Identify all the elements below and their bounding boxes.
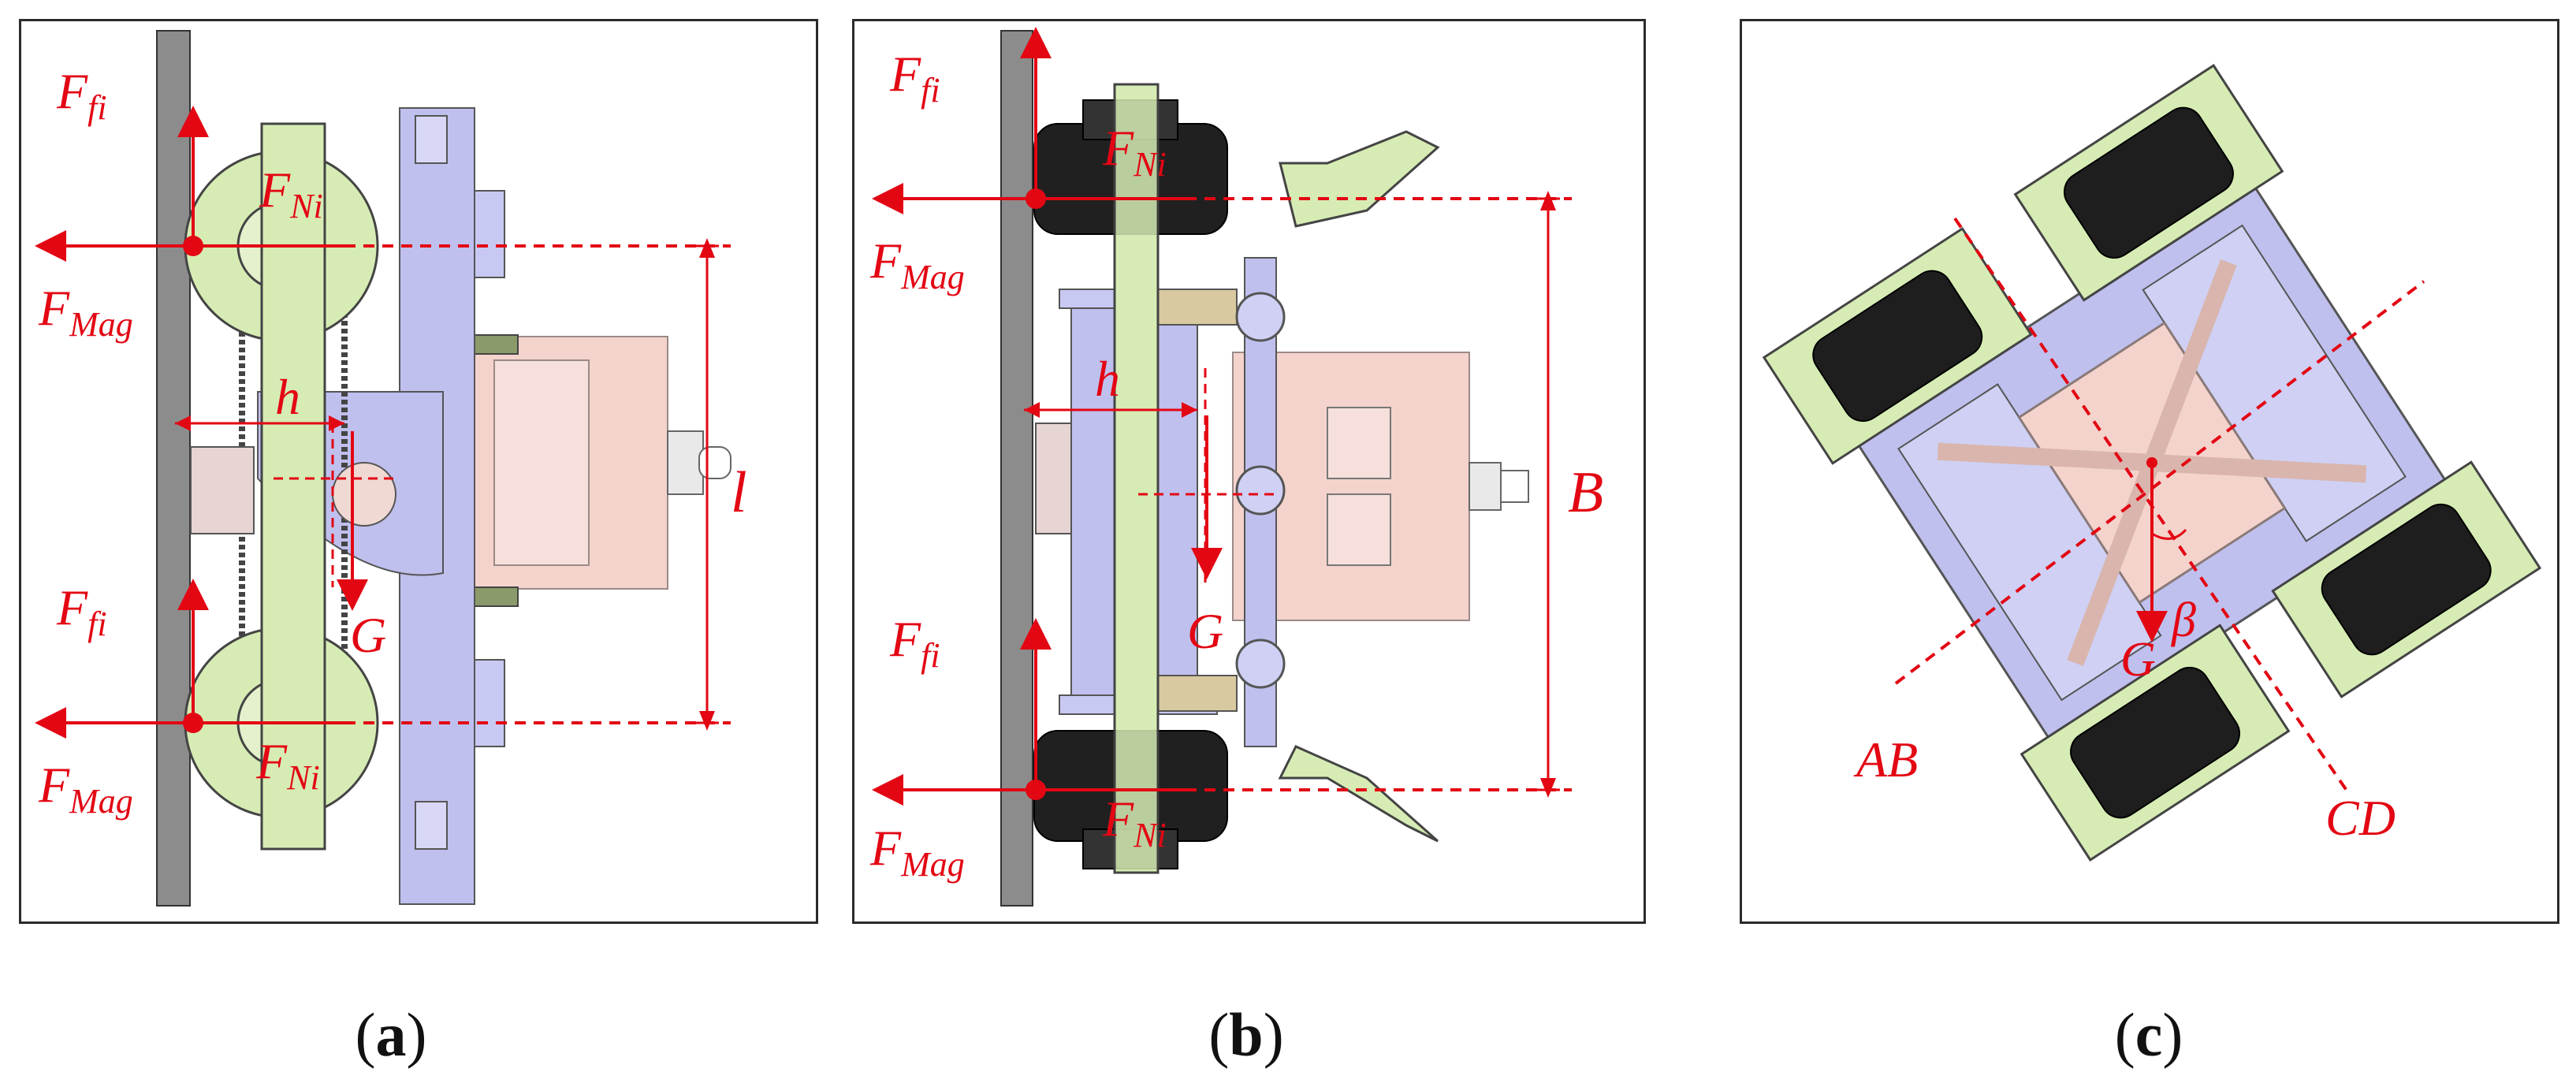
contact-point-bottom xyxy=(183,713,203,733)
label-f-ni-top: FNi xyxy=(259,162,323,225)
green-center-link xyxy=(1113,83,1160,874)
label-f-mag-top: FMag xyxy=(869,233,965,296)
spring-bottom xyxy=(1149,675,1238,712)
caption-c: (c) xyxy=(2114,1000,2183,1069)
label-f-ni-top: FNi xyxy=(1102,120,1167,184)
force-vectors xyxy=(35,106,731,739)
center-of-gravity xyxy=(2146,457,2157,468)
axis-lines xyxy=(1894,217,2425,795)
label-cd: CD xyxy=(2325,790,2395,846)
panel-a-drawing: Ffi FNi FMag h G l Ffi FNi FMag xyxy=(35,30,747,907)
contact-point-top xyxy=(183,236,203,256)
pink-payload-body xyxy=(430,334,731,607)
panel-c-drawing: AB CD G β xyxy=(1762,64,2542,862)
contact-point-top xyxy=(1026,188,1046,209)
panel-c-top-view: AB CD G β xyxy=(1740,19,2559,924)
label-f-fi-bottom: Ffi xyxy=(56,579,107,643)
label-g: G xyxy=(350,607,386,663)
spring-top xyxy=(1149,289,1238,326)
label-f-mag-bottom: FMag xyxy=(869,820,965,884)
panel-b-side-view: Ffi FNi FMag h G B Ffi FNi FMag xyxy=(852,19,1646,924)
label-f-fi-top: Ffi xyxy=(889,46,940,110)
wheels xyxy=(1812,106,2492,819)
label-l: l xyxy=(731,460,747,525)
center-hub xyxy=(332,462,396,527)
panel-b-drawing: Ffi FNi FMag h G B Ffi FNi FMag xyxy=(869,27,1603,907)
label-f-fi-bottom: Ffi xyxy=(889,611,940,675)
panel-a-side-view: Ffi FNi FMag h G l Ffi FNi FMag xyxy=(19,19,818,924)
force-vectors xyxy=(872,27,1572,806)
label-f-ni-bottom: FNi xyxy=(1102,791,1167,854)
label-b: B xyxy=(1568,460,1603,525)
side-bracket xyxy=(190,446,255,534)
label-f-ni-bottom: FNi xyxy=(255,733,320,797)
wall xyxy=(1000,30,1033,907)
label-f-fi-top: Ffi xyxy=(56,63,107,127)
label-beta: β xyxy=(2171,594,2196,647)
label-h: h xyxy=(275,369,300,425)
label-f-mag-bottom: FMag xyxy=(38,757,133,821)
label-ab: AB xyxy=(1853,732,1918,787)
label-g: G xyxy=(1187,603,1223,659)
label-f-mag-top: FMag xyxy=(38,280,133,344)
contact-point-bottom xyxy=(1026,780,1046,800)
caption-a: (a) xyxy=(355,1000,427,1069)
joint-chain xyxy=(1235,292,1286,689)
wall xyxy=(156,30,191,907)
caption-b: (b) xyxy=(1208,1000,1284,1069)
label-h: h xyxy=(1095,351,1120,407)
label-g: G xyxy=(2120,633,2156,687)
